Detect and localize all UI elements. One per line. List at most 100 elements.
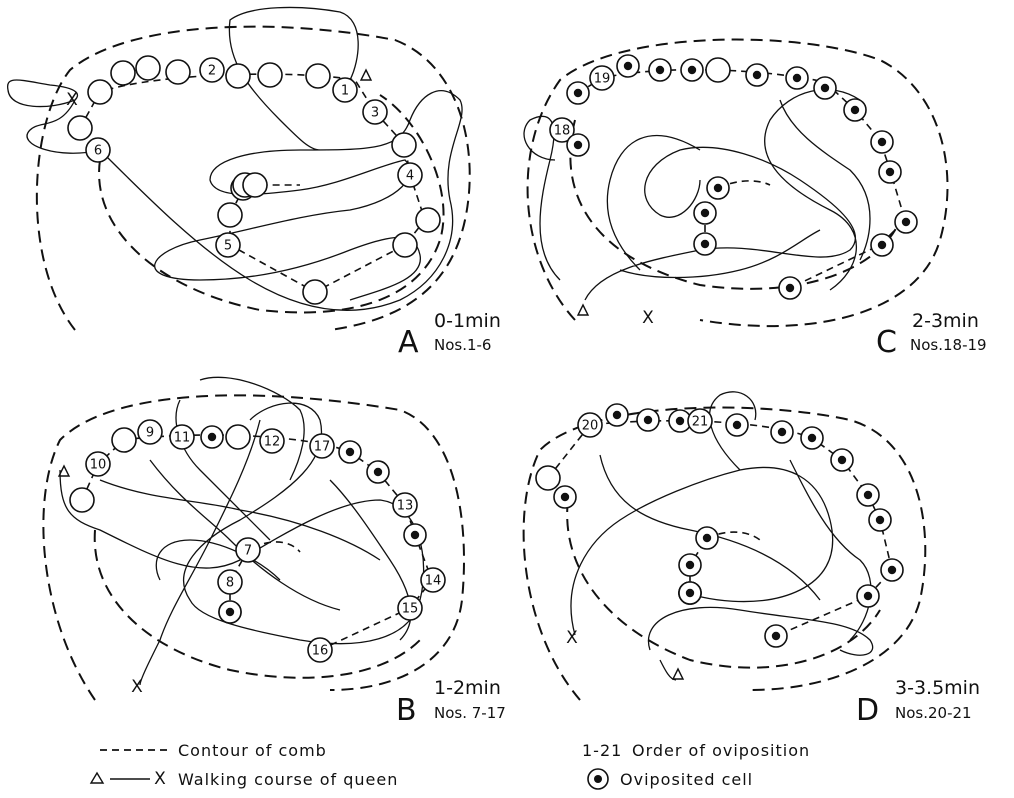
comb-cell: 9	[138, 420, 162, 444]
oviposition-order-label: 5	[224, 239, 232, 254]
comb-cell	[857, 585, 879, 607]
comb-cell	[871, 131, 893, 153]
comb-cell	[606, 404, 628, 426]
egg-dot	[411, 531, 419, 539]
comb-inner-contour-d	[567, 500, 880, 668]
cell-outline	[243, 173, 267, 197]
egg-dot	[226, 608, 234, 616]
end-mark-b: X	[131, 677, 143, 697]
comb-cell	[895, 211, 917, 233]
queen-path-a	[8, 7, 462, 310]
comb-cell	[696, 527, 718, 549]
start-mark-c	[578, 305, 588, 315]
comb-cell	[111, 61, 135, 85]
comb-cell	[871, 234, 893, 256]
comb-cell: 10	[86, 452, 110, 476]
legend-order-label: Order of oviposition	[632, 741, 810, 760]
egg-dot	[613, 411, 621, 419]
comb-cell: 11	[170, 425, 194, 449]
comb-inner-contour-c	[570, 120, 900, 289]
egg-dot	[644, 416, 652, 424]
comb-cell: 16	[308, 638, 332, 662]
cell-outline	[68, 116, 92, 140]
oviposition-order-label: 15	[402, 602, 419, 617]
comb-cell	[786, 67, 808, 89]
cell-outline	[306, 64, 330, 88]
oviposition-order-label: 16	[312, 644, 329, 659]
cell-outline	[258, 63, 282, 87]
egg-dot	[701, 240, 709, 248]
panel-b: X 1091112171314151678 B 1-2min Nos. 7-17	[43, 377, 505, 728]
egg-dot	[703, 534, 711, 542]
panel-time-b: 1-2min	[434, 677, 501, 699]
legend-walking-label: Walking course of queen	[178, 770, 398, 789]
legend-oviposited-dot	[594, 775, 602, 783]
egg-dot	[624, 62, 632, 70]
cell-outline	[303, 280, 327, 304]
egg-dot	[864, 491, 872, 499]
egg-dot	[808, 434, 816, 442]
cell-outline	[226, 64, 250, 88]
comb-cell: 8	[218, 570, 242, 594]
panel-nos-d: Nos.20-21	[895, 704, 972, 722]
oviposition-order-label: 11	[174, 431, 191, 446]
cell-outline	[393, 233, 417, 257]
comb-cell	[771, 421, 793, 443]
comb-cell	[617, 55, 639, 77]
oviposition-order-label: 9	[146, 426, 154, 441]
oviposition-order-label: 1	[341, 84, 349, 99]
egg-dot	[656, 66, 664, 74]
comb-cell	[679, 582, 701, 604]
oviposition-order-label: 14	[425, 574, 442, 589]
legend-contour-label: Contour of comb	[178, 741, 327, 760]
comb-cell: 21	[688, 409, 712, 433]
egg-dot	[574, 89, 582, 97]
cell-outline	[392, 133, 416, 157]
egg-dot	[676, 417, 684, 425]
comb-cell: 5	[216, 233, 240, 257]
comb-cell	[567, 82, 589, 104]
egg-dot	[902, 218, 910, 226]
panel-time-c: 2-3min	[912, 310, 979, 332]
comb-cell	[70, 488, 94, 512]
start-mark-a	[361, 70, 371, 80]
comb-cell	[392, 133, 416, 157]
comb-cell: 12	[260, 429, 284, 453]
comb-cell	[367, 461, 389, 483]
oviposition-order-label: 21	[692, 415, 709, 430]
comb-cell: 2	[200, 58, 224, 82]
comb-cell	[88, 80, 112, 104]
comb-cell	[706, 58, 730, 82]
comb-cell: 19	[590, 66, 614, 90]
legend-start-triangle	[91, 773, 103, 783]
oviposition-order-label: 8	[226, 576, 234, 591]
comb-cell	[869, 509, 891, 531]
comb-cell	[879, 161, 901, 183]
comb-inner-contour-a	[99, 95, 443, 312]
cell-outline	[536, 466, 560, 490]
comb-cell	[416, 208, 440, 232]
egg-dot	[753, 71, 761, 79]
comb-cell	[339, 441, 361, 463]
egg-dot	[821, 84, 829, 92]
cell-outline	[226, 425, 250, 449]
comb-cell: 15	[398, 596, 422, 620]
comb-cell	[219, 601, 241, 623]
comb-cell: 7	[236, 538, 260, 562]
egg-dot	[346, 448, 354, 456]
egg-dot	[778, 428, 786, 436]
comb-cell: 6	[86, 138, 110, 162]
comb-cell	[679, 554, 701, 576]
comb-cell: 14	[421, 568, 445, 592]
comb-cell	[814, 77, 836, 99]
comb-cell	[831, 449, 853, 471]
oviposition-order-label: 19	[594, 72, 611, 87]
comb-cell: 20	[578, 413, 602, 437]
end-mark-a: X	[66, 90, 78, 110]
panel-time-a: 0-1min	[434, 310, 501, 332]
end-mark-c: X	[642, 308, 654, 328]
comb-cell	[404, 524, 426, 546]
panel-nos-b: Nos. 7-17	[434, 704, 506, 722]
egg-dot	[208, 433, 216, 441]
